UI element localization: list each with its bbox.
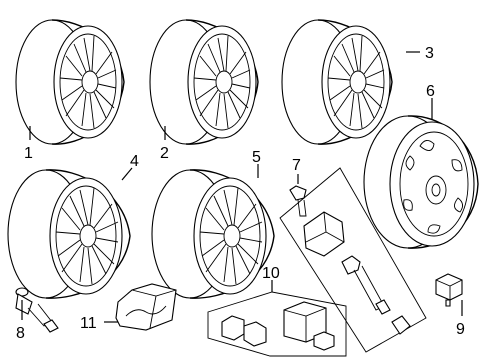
valve-stem-part-8: [15, 287, 59, 333]
callout-5: 5: [252, 149, 261, 166]
lug-nut-part-9: [435, 273, 463, 307]
wheel-5: [151, 169, 275, 299]
callout-2: 2: [160, 145, 169, 162]
callout-6: 6: [426, 83, 435, 100]
wheel-6-spare: [363, 115, 479, 249]
leader-4: [121, 167, 133, 181]
tpms-kit-box: [279, 167, 427, 353]
callout-4: 4: [130, 153, 139, 170]
center-cap-part-11: [115, 283, 177, 331]
callout-3: 3: [425, 45, 434, 62]
callout-9: 9: [456, 321, 465, 338]
wheel-3: [281, 19, 393, 145]
callout-10: 10: [262, 265, 280, 282]
callouts: 1 2 3 4 5 6 7 8 9 10 11: [16, 45, 465, 342]
wheel-1: [15, 19, 125, 145]
wheel-2: [149, 19, 259, 145]
wheel-4: [7, 169, 131, 299]
callout-11: 11: [80, 315, 97, 332]
callout-8: 8: [16, 325, 25, 342]
callout-1: 1: [24, 145, 33, 162]
leader-lines: [21, 51, 463, 323]
callout-7: 7: [292, 157, 301, 174]
wheel-lock-kit-box: [207, 291, 347, 357]
